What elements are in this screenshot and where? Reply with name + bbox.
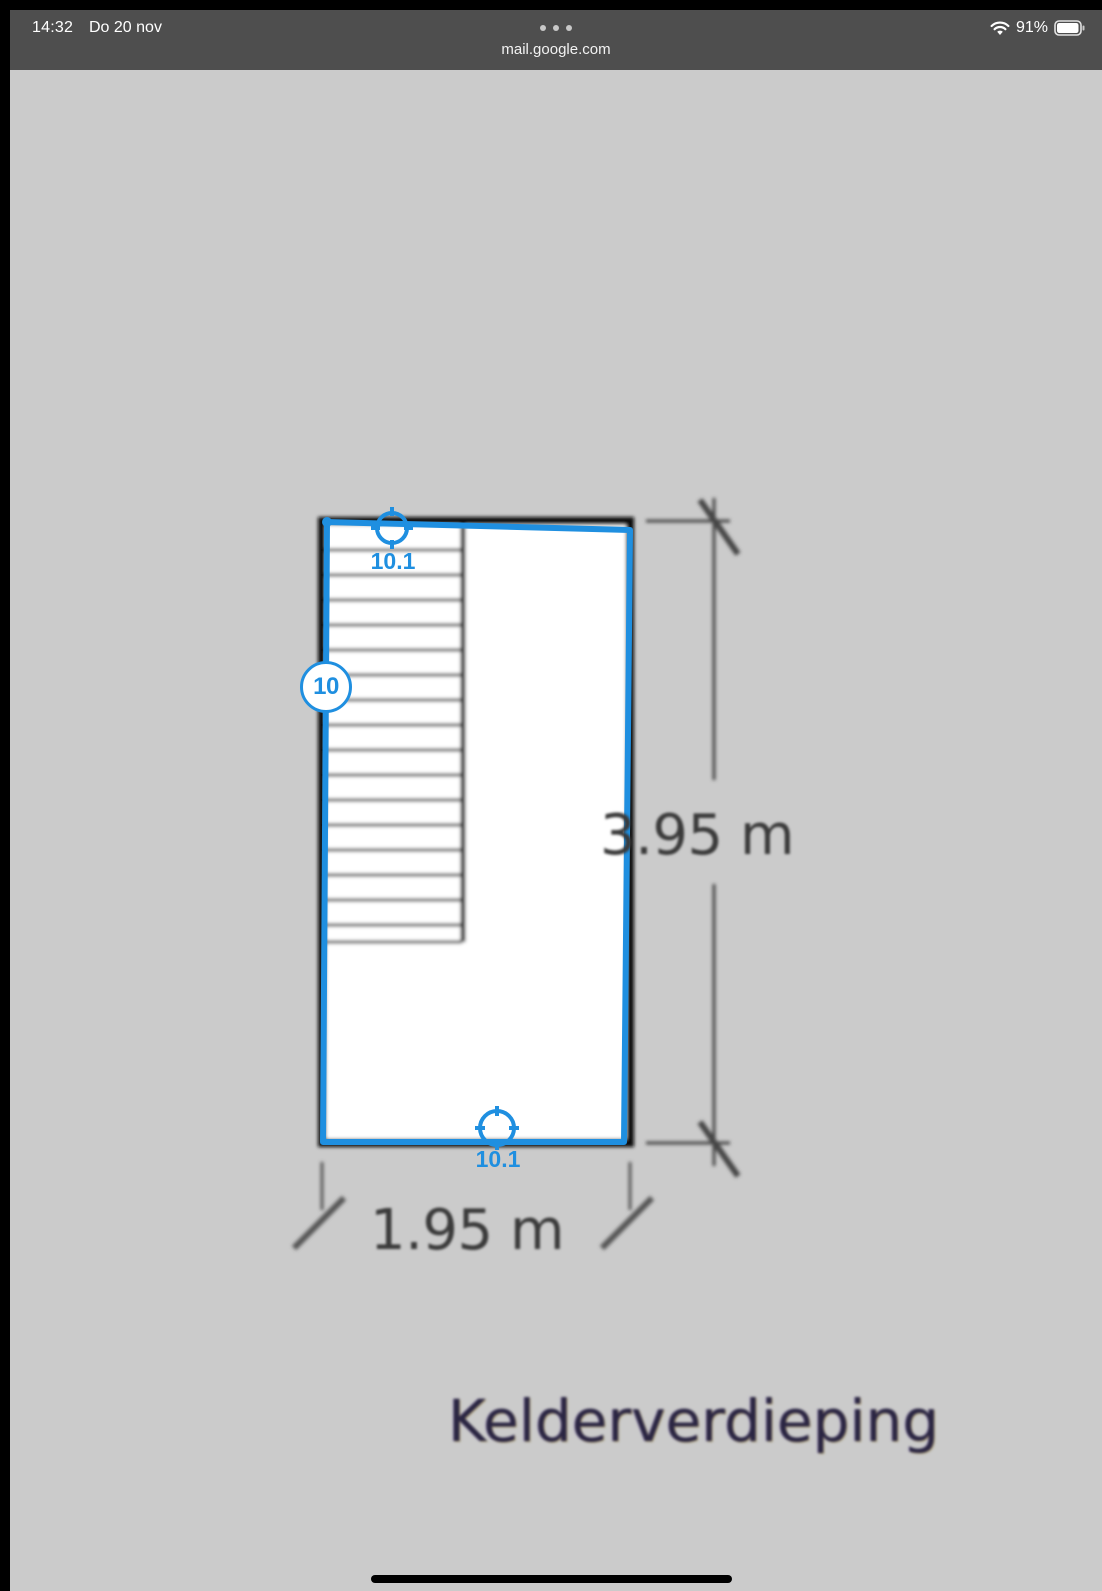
status-bar: 14:32 Do 20 nov mail.google.com 91% [10,10,1102,70]
width-dimension-line [291,1162,655,1251]
room-outline[interactable] [320,517,633,1145]
floor-name-caption: Kelderverdieping [448,1387,940,1455]
target-marker-bottom[interactable] [475,1106,519,1150]
battery-percent: 91% [1015,19,1048,36]
battery-icon [1054,20,1085,36]
floor-plan-drawing [291,498,741,1251]
width-dimension-label: 1.95 m [370,1198,565,1263]
status-time: 14:32 [32,19,74,36]
home-indicator[interactable] [371,1575,732,1583]
stair-treads [326,548,462,944]
wall-marker-label-bottom: 10.1 [475,1146,521,1172]
height-dimension-line [646,498,741,1178]
image-viewer[interactable]: 3.95 m 1.95 m Kelderverdieping 10 10.1 1… [10,70,1102,1591]
address-url[interactable]: mail.google.com [501,41,611,58]
height-dimension-label: 3.95 m [600,803,795,868]
wifi-icon [990,21,1010,35]
room-number-badge[interactable]: 10 [300,661,352,713]
screen: 14:32 Do 20 nov mail.google.com 91% [10,10,1102,1591]
more-dots-icon[interactable] [540,24,572,32]
target-marker-top[interactable] [371,507,413,549]
wall-marker-label-top: 10.1 [370,548,416,574]
floor-plan-lines [291,498,741,1251]
status-date: Do 20 nov [89,19,162,36]
status-indicators: 91% [990,18,1086,38]
